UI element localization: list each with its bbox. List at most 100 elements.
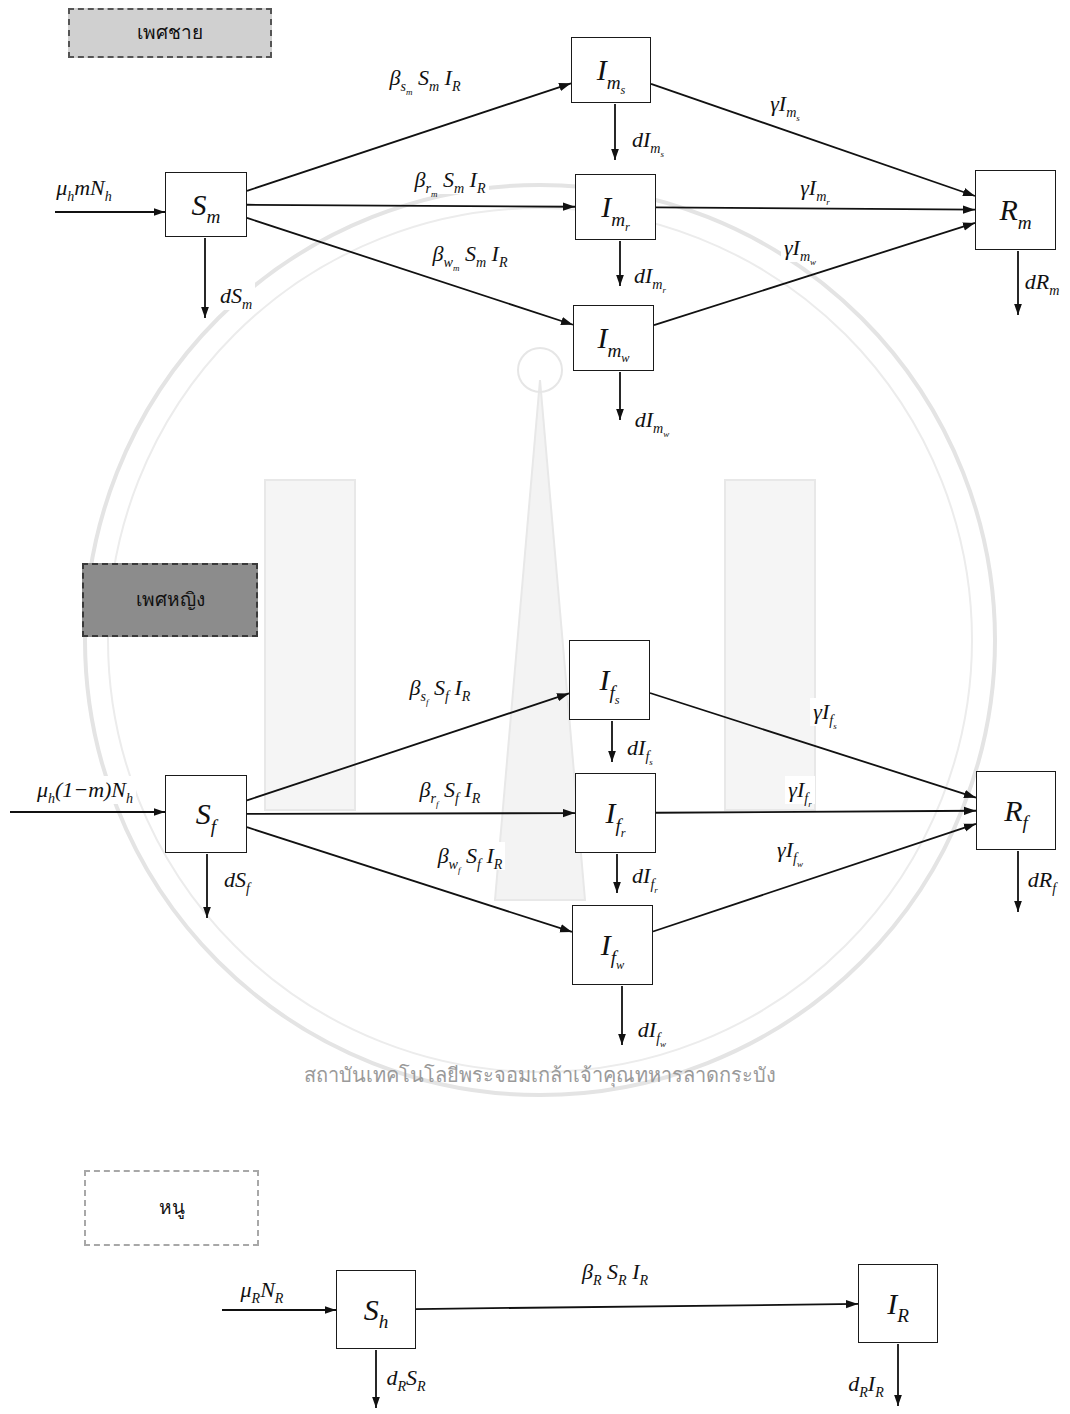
text-run: h (67, 188, 74, 204)
text-run: β (582, 1259, 593, 1284)
rate-label: γImw (781, 234, 819, 262)
text-run: S (461, 843, 478, 868)
rate-label: βrm Sm IR (411, 166, 488, 194)
transition-arrow (247, 693, 569, 800)
text-run: สถาบันเทคโนโลยีพระจอมเกล้าเจ้าคุณทหารลาด… (304, 1063, 776, 1087)
compartment-box: Ims (571, 37, 651, 103)
text-run: f (445, 688, 449, 704)
text-run: s (833, 721, 837, 731)
text-run: γI (788, 777, 804, 802)
text-run: w (616, 958, 624, 972)
text-run: r (808, 799, 812, 809)
text-run: m (429, 78, 439, 94)
text-run: f (246, 880, 250, 896)
text-run: f (436, 799, 439, 809)
text-run: γI (800, 175, 816, 200)
text-run: f (656, 1030, 660, 1046)
compartment-label: Ifs (599, 661, 619, 699)
group-title: เพศชาย (137, 21, 203, 45)
seal-tower (265, 480, 355, 810)
text-run: s (796, 113, 800, 123)
compartment-label: Sm (192, 186, 221, 224)
text-run: r (654, 885, 658, 895)
compartment-box: Ifr (575, 773, 656, 853)
text-run: f (615, 815, 620, 836)
flow-label: dRIR (845, 1370, 887, 1398)
text-run: (1−m)N (55, 777, 126, 802)
group-title-box: เพศชาย (68, 8, 272, 58)
text-run: m (242, 296, 252, 312)
text-run: หนู (159, 1196, 185, 1218)
text-run: w (663, 429, 669, 439)
flow-label: dRSR (383, 1364, 428, 1392)
birth-arrow (55, 211, 165, 213)
text-run: γI (770, 91, 786, 116)
death-arrow (611, 721, 613, 762)
text-run: m (650, 140, 660, 156)
text-run: w (443, 254, 452, 270)
flow-label: dIfw (635, 1016, 669, 1044)
text-run: m (607, 72, 621, 93)
text-run: m (476, 254, 486, 270)
text-run: I (601, 928, 611, 961)
text-run: R (494, 856, 503, 872)
group-title: เพศหญิง (136, 588, 205, 612)
text-run: I (486, 241, 499, 266)
compartment-label: IR (887, 1285, 909, 1323)
text-run: h (48, 790, 55, 806)
text-run: R (859, 1384, 868, 1400)
text-run: f (829, 712, 833, 728)
text-run: r (621, 826, 626, 840)
flow-label: dRf (1025, 866, 1059, 894)
compartment-label: Sf (196, 795, 216, 833)
death-arrow (1017, 251, 1019, 315)
text-run: m (653, 420, 663, 436)
text-run: N (260, 1277, 275, 1302)
text-run: dI (638, 1017, 656, 1042)
text-run: h (126, 790, 133, 806)
text-run: dR (1028, 867, 1052, 892)
text-run: β (420, 777, 431, 802)
text-run: m (786, 104, 796, 120)
seal-ring (85, 185, 995, 1095)
text-run: S (439, 777, 456, 802)
text-run: s (649, 757, 653, 767)
compartment-box: Imw (573, 305, 654, 371)
text-run: s (621, 83, 626, 97)
rate-label: γIms (767, 90, 803, 118)
death-arrow (897, 1344, 899, 1406)
compartment-box: Sh (336, 1270, 416, 1349)
text-run: w (810, 257, 816, 267)
rate-label: βrf Sf IR (417, 776, 484, 804)
flow-label: μhmNh (53, 174, 115, 202)
flow-label: dIfs (624, 734, 656, 762)
compartment-box: Sf (165, 775, 247, 853)
compartment-label: Rf (1004, 792, 1028, 830)
flow-label: dIms (629, 126, 667, 154)
group-title-box: หนู (84, 1170, 259, 1246)
text-run: f (211, 816, 216, 837)
compartment-box: Imr (575, 174, 656, 240)
text-run: S (364, 1293, 379, 1326)
text-run: R (252, 1290, 261, 1306)
flow-label: dSf (221, 866, 253, 894)
text-run: w (660, 1039, 666, 1049)
text-run: I (464, 167, 477, 192)
text-run: R (897, 1305, 909, 1326)
text-run: d (386, 1365, 397, 1390)
transition-arrow (247, 83, 571, 191)
text-run: f (458, 865, 461, 875)
text-run: f (804, 790, 808, 806)
text-run: f (1022, 812, 1027, 833)
text-run: I (449, 675, 462, 700)
text-run: R (639, 1272, 648, 1288)
text-run: m (453, 263, 460, 273)
flow-label: dRm (1022, 268, 1063, 296)
compartment-label: Imr (601, 188, 630, 226)
text-run: I (481, 843, 494, 868)
text-run: γI (777, 837, 793, 862)
text-run: f (609, 682, 614, 703)
text-run: dR (1025, 269, 1049, 294)
